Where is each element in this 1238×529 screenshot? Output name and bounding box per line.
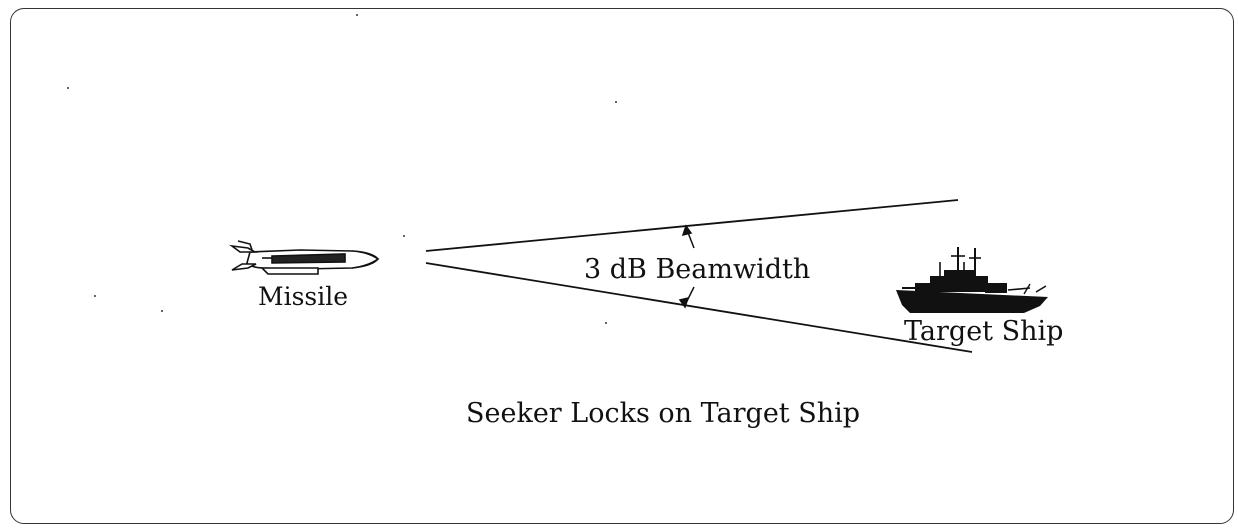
target-ship-icon: [896, 247, 1048, 313]
diagram-caption: Seeker Locks on Target Ship: [466, 398, 861, 429]
scan-specks: [67, 14, 617, 324]
missile-label: Missile: [258, 282, 349, 311]
beam-lower-edge: [425, 262, 973, 353]
diagram-frame: [10, 8, 1234, 524]
beamwidth-arrows: [678, 224, 695, 309]
target-ship-label: Target Ship: [904, 316, 1064, 347]
beamwidth-label: 3 dB Beamwidth: [584, 254, 811, 285]
beam-upper-edge: [425, 199, 959, 252]
missile-icon: [229, 240, 380, 275]
